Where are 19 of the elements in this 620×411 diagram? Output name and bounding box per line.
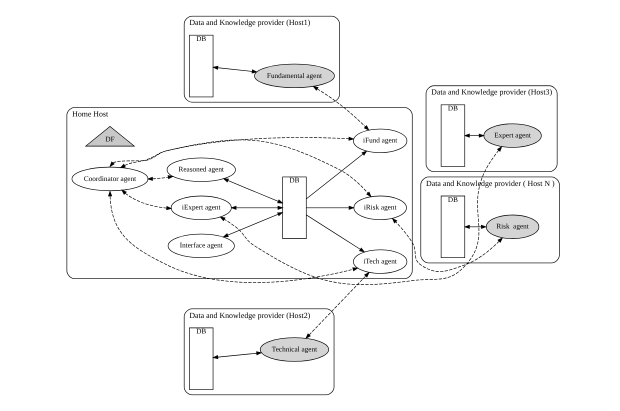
arrow bbox=[463, 134, 484, 138]
arrow bbox=[304, 272, 370, 339]
arrow bbox=[120, 189, 172, 210]
arrow bbox=[146, 175, 174, 181]
arrow bbox=[391, 218, 503, 272]
arrow bbox=[463, 224, 486, 229]
arrow bbox=[218, 146, 502, 285]
arrow bbox=[212, 351, 262, 360]
arrow bbox=[222, 178, 283, 204]
arrow bbox=[306, 150, 367, 200]
arrow bbox=[306, 206, 354, 210]
arrow bbox=[212, 66, 258, 74]
arrow bbox=[230, 206, 284, 210]
arrow bbox=[119, 136, 354, 168]
arrow bbox=[222, 212, 283, 238]
arrow bbox=[108, 190, 358, 283]
arrow bbox=[306, 214, 365, 252]
arrow bbox=[108, 140, 372, 198]
arrow bbox=[312, 86, 369, 131]
